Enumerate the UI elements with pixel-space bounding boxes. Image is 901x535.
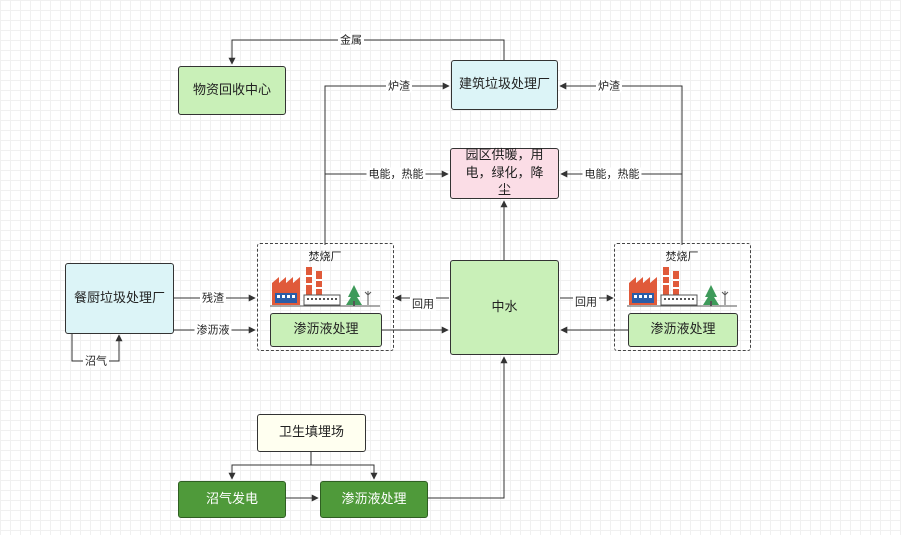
incinerator-left-group <box>257 243 394 351</box>
label-reuse-right: 回用 <box>573 295 599 309</box>
label-leachate: 渗沥液 <box>194 323 232 337</box>
leachate-bottom-node[interactable]: 渗沥液处理 <box>320 481 428 518</box>
label-slag-right: 炉渣 <box>596 79 622 93</box>
edge-landfill-biogas <box>228 450 312 480</box>
label-residue: 残渣 <box>200 291 226 305</box>
label-slag-left: 炉渣 <box>386 79 412 93</box>
edge-metal <box>228 39 505 65</box>
edge-leachate-bottom-water <box>428 356 508 499</box>
label-metal: 金属 <box>338 33 364 47</box>
label-biogas: 沼气 <box>83 354 109 368</box>
biogas-power-node[interactable]: 沼气发电 <box>178 481 286 518</box>
leachate-right-node[interactable]: 渗沥液处理 <box>628 313 738 347</box>
edge-slag-left <box>324 82 450 245</box>
recycle-center-node[interactable]: 物资回收中心 <box>178 66 286 115</box>
incinerator-right-group <box>614 243 751 351</box>
reclaimed-water-node[interactable]: 中水 <box>450 260 559 355</box>
label-power-left: 电能，热能 <box>366 167 426 181</box>
landfill-node[interactable]: 卫生填埋场 <box>257 414 366 452</box>
incinerator-left-title: 焚烧厂 <box>308 250 342 263</box>
edge-slag-right <box>559 82 683 245</box>
label-power-right: 电能，热能 <box>582 167 642 181</box>
edge-landfill-leachate <box>311 464 378 480</box>
label-reuse-left: 回用 <box>410 297 436 311</box>
factory-left-icon <box>270 267 380 307</box>
incinerator-right-title: 焚烧厂 <box>665 250 699 263</box>
park-supply-node[interactable]: 园区供暖，用电，绿化，降尘 <box>450 148 559 199</box>
construction-plant-node[interactable]: 建筑垃圾处理厂 <box>451 60 558 110</box>
leachate-left-node[interactable]: 渗沥液处理 <box>270 313 382 347</box>
factory-right-icon <box>627 267 737 307</box>
kitchen-plant-node[interactable]: 餐厨垃圾处理厂 <box>65 263 174 334</box>
